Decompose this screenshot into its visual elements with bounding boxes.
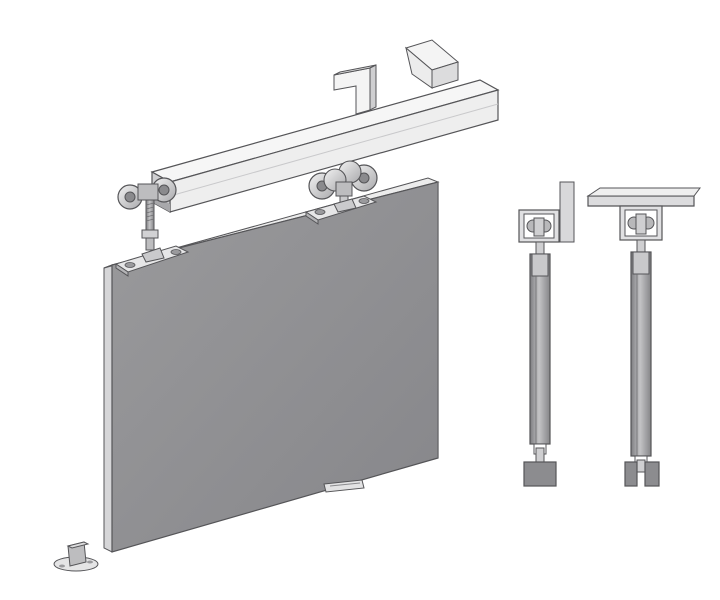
track-front-face xyxy=(169,89,499,213)
carriage-right xyxy=(304,160,378,225)
ceiling-bracket-right xyxy=(404,39,460,89)
ceiling-bracket-left xyxy=(333,64,377,115)
aluminium-track-icon xyxy=(150,39,500,214)
door-front-face xyxy=(111,181,439,553)
floor-guide-icon xyxy=(53,541,99,572)
ceiling-mount-section-icon xyxy=(586,187,701,487)
wall-mount-section-icon xyxy=(518,181,575,487)
roller-carriage-icon xyxy=(114,160,378,277)
carriage-left xyxy=(114,177,190,277)
bottom-groove-channel xyxy=(323,479,365,493)
door-side-edge xyxy=(103,264,113,553)
